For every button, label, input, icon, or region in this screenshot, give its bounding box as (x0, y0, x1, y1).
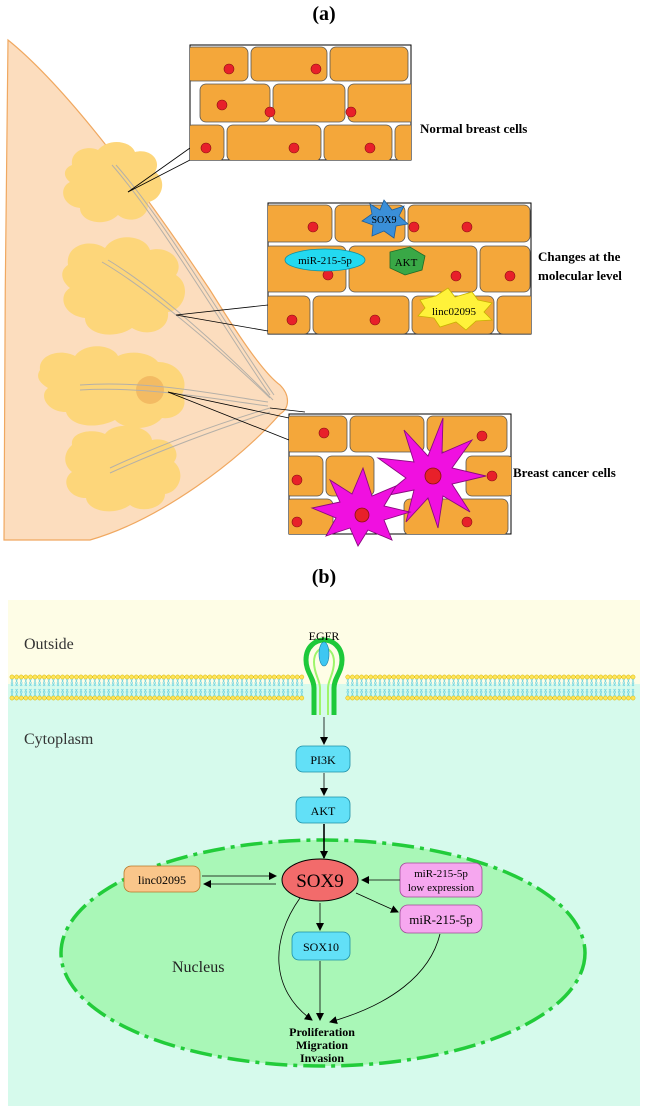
pi3k-node (295, 745, 351, 773)
lobule-3 (38, 346, 185, 428)
cell-membrane (9, 674, 636, 701)
nucleus-label: Nucleus (172, 959, 224, 976)
sox10-node (291, 931, 351, 961)
mir-low-label-line1: miR-215-5p (414, 868, 468, 880)
lobule-4 (65, 425, 181, 512)
sox9-marker-label: SOX9 (371, 215, 396, 226)
linc02095-label: linc02095 (138, 873, 186, 887)
outcome-invasion: Invasion (300, 1051, 344, 1065)
outcome-migration: Migration (296, 1038, 348, 1052)
akt-node (295, 796, 351, 824)
linc-marker-label: linc02095 (432, 306, 476, 318)
mir-label: miR-215-5p (409, 912, 473, 927)
akt-label: AKT (311, 804, 336, 818)
egfr-label: EGFR (309, 629, 340, 643)
cancer-cells-box (288, 413, 512, 547)
normal-cells-label: Normal breast cells (420, 121, 527, 136)
milk-ducts (79, 164, 275, 474)
cancer-cells-label: Breast cancer cells (513, 465, 616, 480)
mir-marker-label: miR-215-5p (298, 255, 352, 267)
arrow-sox9-outcome (278, 897, 313, 1021)
panel-b-label: (b) (312, 566, 336, 588)
cytoplasm-label: Cytoplasm (24, 731, 94, 748)
breast-illustration (3, 38, 306, 541)
outside-label: Outside (24, 636, 74, 653)
sox9-node (281, 858, 359, 902)
linc-marker (417, 287, 493, 331)
pi3k-label: PI3K (310, 753, 336, 767)
molecular-cells-box: SOX9 miR-215-5p AKT linc02095 (267, 199, 532, 335)
akt-marker-label: AKT (395, 257, 418, 269)
molecular-label-line1: Changes at the (538, 249, 621, 264)
outcome-proliferation: Proliferation (289, 1025, 355, 1039)
panel-a-label: (a) (312, 3, 335, 25)
callout-lines (127, 147, 306, 441)
sox9-label: SOX9 (296, 871, 344, 892)
arrow-sox9-mir (355, 892, 399, 913)
mir-node (399, 904, 483, 934)
mir-low-label-line2: low expression (408, 882, 475, 894)
normal-cells-box (189, 44, 412, 161)
cell-schematic: Outside Cytoplasm EGFR PI3K AKT Nucleus … (8, 600, 640, 1106)
egfr-receptor (303, 637, 345, 715)
arrow-mir-outcome (329, 933, 441, 1024)
linc02095-node (123, 865, 201, 893)
cancer-cell-small (310, 466, 412, 547)
tumor-spot (136, 376, 164, 404)
lobule-2 (62, 237, 185, 335)
sox9-marker (361, 199, 409, 239)
lobule-1 (63, 141, 163, 223)
mir-marker (284, 248, 366, 272)
akt-marker (389, 246, 426, 276)
sox10-label: SOX10 (303, 940, 339, 954)
molecular-label-line2: molecular level (538, 268, 622, 283)
